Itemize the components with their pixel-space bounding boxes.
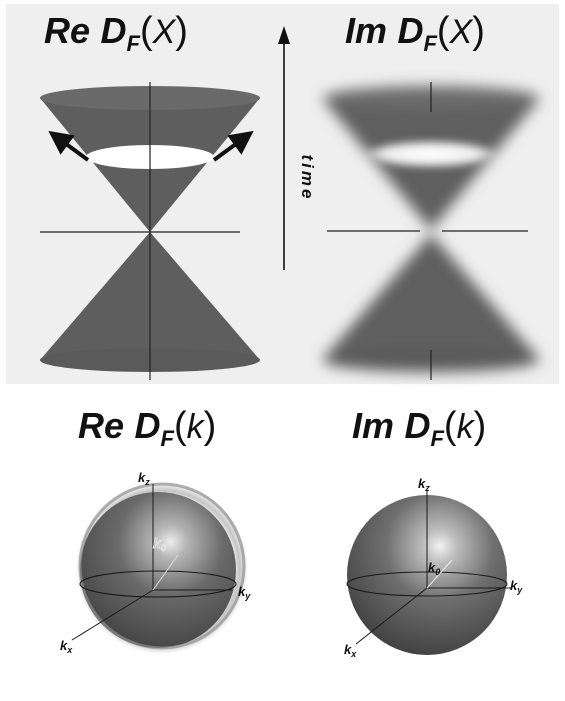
title-arg: k: [456, 408, 474, 446]
arrow-left-icon: [48, 130, 90, 162]
title-letter: D: [397, 10, 424, 51]
re-kz-label: kz: [138, 470, 150, 487]
k0-vector: [426, 559, 453, 589]
title-subscript: F: [160, 426, 174, 451]
im-light-cone: [322, 82, 540, 380]
title-re-dfx: Re DF(X): [44, 10, 188, 56]
paren-close: ): [175, 10, 188, 52]
title-arg: X: [449, 13, 473, 51]
title-im-dfk: Im DF(k): [352, 405, 487, 451]
sphere-shell: [78, 482, 246, 650]
re-momentum-sphere: [71, 482, 248, 654]
title-prefix: Re: [78, 405, 125, 446]
arrow-right-icon: [212, 130, 254, 162]
paren-close: ): [203, 405, 217, 447]
paren-open: (: [436, 10, 450, 52]
kx-axis: [355, 587, 428, 645]
im-kx-label: kx: [344, 642, 357, 659]
time-label: time: [298, 155, 317, 202]
title-arg: k: [186, 408, 204, 446]
re-light-cone: [40, 82, 260, 380]
title-prefix: Im: [352, 405, 395, 446]
im-k0-label: k0: [428, 560, 440, 577]
paren-close: ): [472, 10, 485, 52]
paren-open: (: [173, 405, 187, 447]
title-subscript: F: [126, 31, 140, 56]
wavefront-ring: [361, 140, 501, 168]
re-ky-label: ky: [238, 584, 251, 601]
title-letter: D: [100, 10, 127, 51]
title-letter: D: [404, 405, 431, 446]
re-k0-label: k0: [153, 535, 167, 554]
title-im-dfx: Im DF(X): [345, 10, 485, 56]
paren-open: (: [139, 10, 153, 52]
im-kz-label: kz: [418, 476, 430, 493]
time-arrow: [278, 26, 290, 270]
title-prefix: Im: [345, 10, 388, 51]
re-kx-label: kx: [60, 638, 73, 655]
paren-close: ): [473, 405, 487, 447]
title-prefix: Re: [44, 10, 91, 51]
im-ky-label: ky: [510, 578, 523, 595]
k0-vector: [152, 554, 179, 591]
paren-open: (: [443, 405, 457, 447]
im-momentum-sphere: [346, 490, 512, 655]
equator: [79, 570, 237, 598]
title-subscript: F: [423, 31, 437, 56]
sphere: [80, 492, 236, 648]
title-re-dfk: Re DF(k): [78, 405, 217, 451]
arrow-up-icon: [278, 26, 290, 44]
lower-cone: [322, 234, 540, 360]
title-arg: X: [152, 13, 176, 51]
title-letter: D: [134, 405, 161, 446]
axis-labels: kz ky kx k0 kz ky kx k0: [60, 470, 523, 659]
kx-axis: [71, 589, 154, 641]
title-subscript: F: [430, 426, 444, 451]
